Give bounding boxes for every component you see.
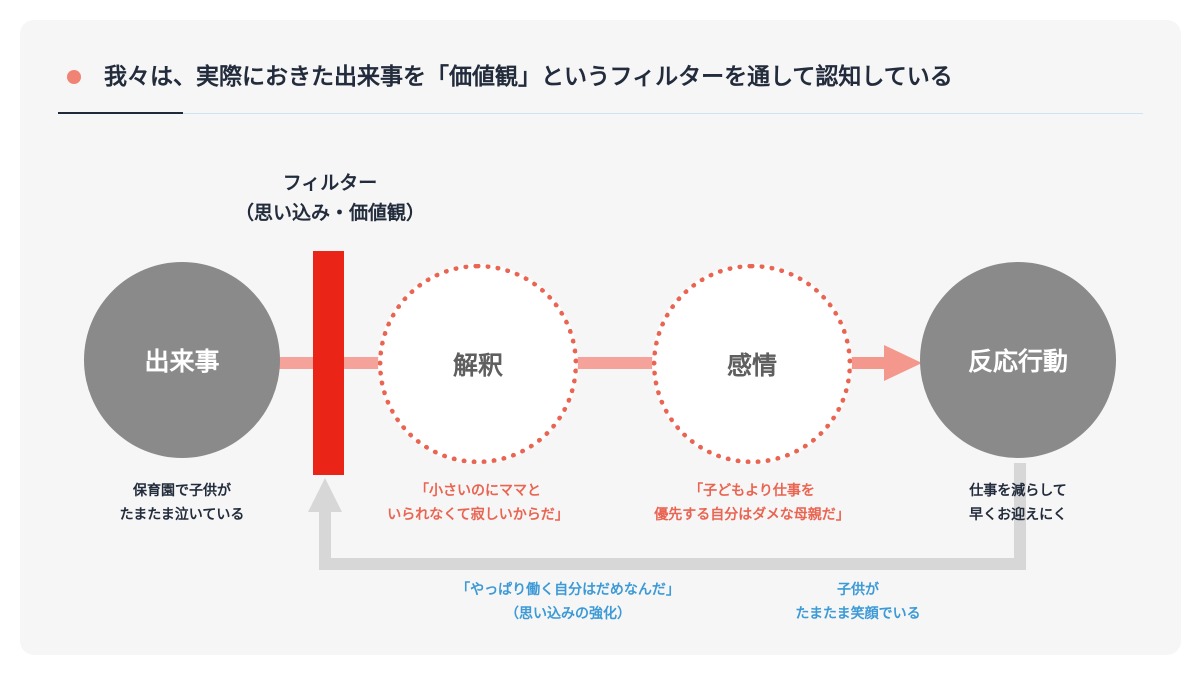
connector-emotion-action (848, 357, 886, 369)
title-underline-accent (58, 112, 183, 114)
node-event-label: 出来事 (144, 347, 220, 376)
caption-event: 保育園で子供が たまたま泣いている (82, 479, 282, 527)
caption-loop-reinforce: 「やっぱり働く自分はだめなんだ」 （思い込みの強化） (436, 578, 700, 626)
node-emotion: 感情 (652, 264, 852, 464)
caption-loop-result-line2: たまたま笑顔でいる (795, 606, 921, 622)
filter-label: フィルター （思い込み・価値観） (230, 168, 430, 228)
feedback-loop-arrow-head (308, 478, 342, 512)
caption-interpretation-line1: 「小さいのにママと (415, 483, 541, 499)
title-bullet-dot (67, 70, 81, 84)
caption-action-line1: 仕事を減らして (969, 483, 1067, 499)
caption-loop-reinforce-line1: 「やっぱり働く自分はだめなんだ」 (456, 582, 680, 598)
filter-bar (313, 251, 344, 475)
caption-interpretation: 「小さいのにママと いられなくて寂しいからだ」 (378, 479, 578, 527)
caption-loop-reinforce-line2: （思い込みの強化） (505, 606, 631, 622)
caption-loop-result: 子供が たまたま笑顔でいる (758, 578, 958, 626)
node-emotion-label: 感情 (726, 351, 777, 380)
caption-interpretation-line2: いられなくて寂しいからだ」 (387, 507, 569, 523)
feedback-loop-line (319, 463, 1026, 570)
filter-label-line1: フィルター (282, 172, 378, 194)
caption-emotion: 「子どもより仕事を 優先する自分はダメな母親だ」 (630, 479, 874, 527)
caption-action: 仕事を減らして 早くお迎えにく (918, 479, 1118, 527)
connector-interpretation-emotion (576, 357, 656, 369)
title-underline (58, 113, 1143, 114)
page-title: 我々は、実際におきた出来事を「価値観」というフィルターを通して認知している (104, 64, 953, 90)
caption-loop-result-line1: 子供が (837, 582, 879, 598)
caption-event-line2: たまたま泣いている (119, 507, 245, 523)
caption-emotion-line2: 優先する自分はダメな母親だ」 (654, 507, 850, 523)
filter-label-line2: （思い込み・価値観） (234, 202, 425, 224)
node-event: 出来事 (84, 262, 280, 458)
arrow-head-to-action (884, 345, 922, 381)
node-action: 反応行動 (920, 262, 1116, 458)
node-action-label: 反応行動 (967, 347, 1068, 376)
caption-event-line1: 保育園で子供が (133, 483, 231, 499)
caption-emotion-line1: 「子どもより仕事を (689, 483, 815, 499)
node-interpretation-label: 解釈 (452, 351, 503, 380)
node-interpretation: 解釈 (378, 264, 578, 464)
caption-action-line2: 早くお迎えにく (969, 507, 1067, 523)
